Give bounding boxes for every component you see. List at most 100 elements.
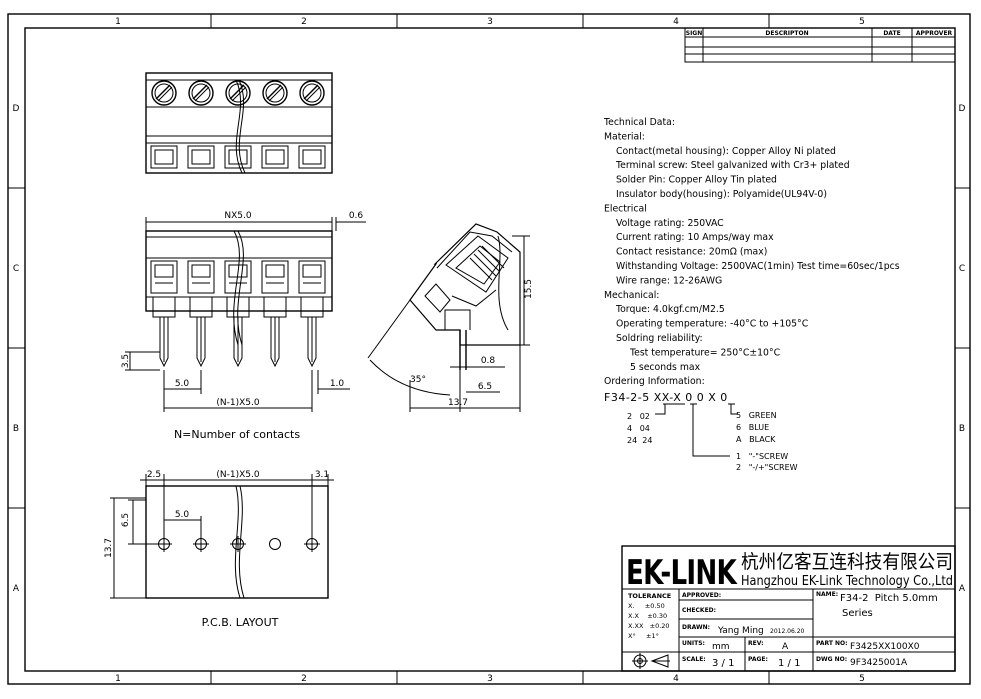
drawn-date: 2012.06.20 [770,628,805,635]
pcb-dim-row: 6.5 [121,513,131,527]
row-label-a: A [13,584,20,594]
tech-line: Soldring reliability: [616,333,703,344]
clamp-window [261,260,289,294]
wire-entry-window [261,145,289,169]
partno-label: PART NO: [816,640,848,647]
ordering-color-1: 5 GREEN [736,411,777,420]
rev-header-approver: APPROVER [916,30,953,37]
top-view [145,72,333,174]
tech-line: Current rating: 10 Amps/way max [616,232,774,243]
ordering-pole-1: 2 02 [627,412,650,421]
ordering-info: F34-2-5 XX-X 0 0 X 0 2 02 4 04 24 24 5 G… [604,391,798,472]
side-dim-depth: 13.7 [448,398,468,408]
screw-head-icon [262,80,288,106]
side-dim-offset: 6.5 [478,382,492,392]
pcb-layout: 2.5 (N-1)X5.0 3.1 5.0 6.5 13.7 P.C.B. LA… [104,470,334,629]
tech-line: Solder Pin: Copper Alloy Tin plated [616,175,777,186]
tech-line: Operating temperature: -40°C to +105°C [616,319,808,330]
tech-line: Voltage rating: 250VAC [616,218,724,229]
scale-value: 3 / 1 [712,658,734,669]
sheet-frame: 1 2 3 4 5 1 2 3 4 5 D C B A D C B A [7,13,971,685]
ordering-color-2: 6 BLUE [736,423,769,432]
dwgno-value: 9F3425001A [850,658,908,668]
tech-line: Insulator body(housing): Polyamide(UL94V… [616,189,827,200]
tech-line: Technical Data: [603,117,675,128]
tolerance-1: X. ±0.50 [628,602,665,610]
col-label-4-bottom: 4 [673,674,679,684]
solder-pin [300,296,324,368]
side-dim-pin: 0.8 [481,356,496,366]
pcb-dim-pitch: 5.0 [175,510,190,520]
tech-line: 5 seconds max [630,362,701,373]
wire-entry-window [298,145,326,169]
pcb-hole [269,538,281,550]
row-label-b: B [13,424,19,434]
approved-label: APPROVED: [682,592,721,599]
rev-header-description: DESCRIPTON [765,30,808,37]
units-label: UNITS: [682,640,705,647]
row-label-c: C [13,264,19,274]
row-label-c-right: C [959,264,965,274]
col-label-4: 4 [673,17,679,27]
ordering-screw-2: 2 "-/+"SCREW [736,463,798,472]
drawn-by: Yang Ming [717,626,764,636]
clamp-window [298,260,326,294]
tolerance-3: X.XX ±0.20 [628,622,670,630]
company-name-cn: 杭州亿客互连科技有限公司 [741,551,953,573]
tech-line: Contact(metal housing): Copper Alloy Ni … [616,146,836,157]
name-line-1: F34-2 Pitch 5.0mm [840,593,938,604]
tolerance-4: X° ±1° [628,632,659,640]
row-label-d: D [13,104,20,114]
title-block: EK-LINK 杭州亿客互连科技有限公司 Hangzhou EK-Link Te… [621,545,956,672]
front-dim-pitch: 5.0 [175,379,190,389]
col-label-3: 3 [487,17,493,27]
tech-line: Mechanical: [604,290,659,301]
company-logo: EK-LINK [626,553,738,593]
screw-head-icon [299,80,325,106]
page-value: 1 / 1 [778,658,800,669]
dwgno-label: DWG NO: [816,656,847,663]
tech-line: Torque: 4.0kgf.cm/M2.5 [615,304,725,315]
ordering-pole-2: 4 04 [627,424,650,433]
drawn-label: DRAWN: [682,624,710,631]
ordering-pole-3: 24 24 [627,436,652,445]
revision-block: SIGN DESCRIPTON DATE APPROVER [684,27,956,63]
side-dim-height: 15.5 [524,279,534,299]
front-view: NX5.0 0.6 3.5 5.0 1.0 (N-1)X5.0 N=Number… [121,211,366,441]
technical-data: Technical Data: Material: Contact(metal ho… [603,117,900,387]
front-dim-right: 1.0 [330,379,345,389]
tech-line: Contact resistance: 20mΩ (max) [616,247,767,258]
col-label-2-bottom: 2 [301,674,307,684]
tech-line: Electrical [604,203,647,214]
tech-line: Wire range: 12-26AWG [616,275,722,286]
pcb-hole [230,536,246,552]
scale-label: SCALE: [682,656,706,663]
row-label-d-right: D [959,104,966,114]
pcb-dim-left: 2.5 [147,470,161,480]
row-label-b-right: B [959,424,965,434]
name-label: NAME: [816,591,838,598]
tech-line: Ordering Information: [604,376,705,387]
solder-pin [263,296,287,368]
rev-label: REV: [748,640,764,647]
clamp-window [150,260,178,294]
rev-header-sign: SIGN [686,30,703,37]
col-label-1: 1 [115,17,121,27]
units-value: mm [712,642,730,652]
col-label-2: 2 [301,17,307,27]
wire-entry-window [224,145,252,169]
side-view: 15.5 0.8 35° 6.5 13.7 [367,223,534,412]
rev-value: A [782,642,789,652]
screw-head-icon [188,80,214,106]
name-line-2: Series [842,608,873,619]
screw-head-icon [151,80,177,106]
front-dim-top-right: 0.6 [349,211,364,221]
tech-line: Test temperature= 250°C±10°C [629,347,780,358]
tech-line: Material: [604,131,645,142]
tolerance-2: X.X ±0.30 [628,612,667,620]
page-label: PAGE: [748,656,768,663]
ordering-screw-1: 1 "-"SCREW [736,452,788,461]
front-dim-left: 3.5 [121,354,131,368]
col-label-3-bottom: 3 [487,674,493,684]
